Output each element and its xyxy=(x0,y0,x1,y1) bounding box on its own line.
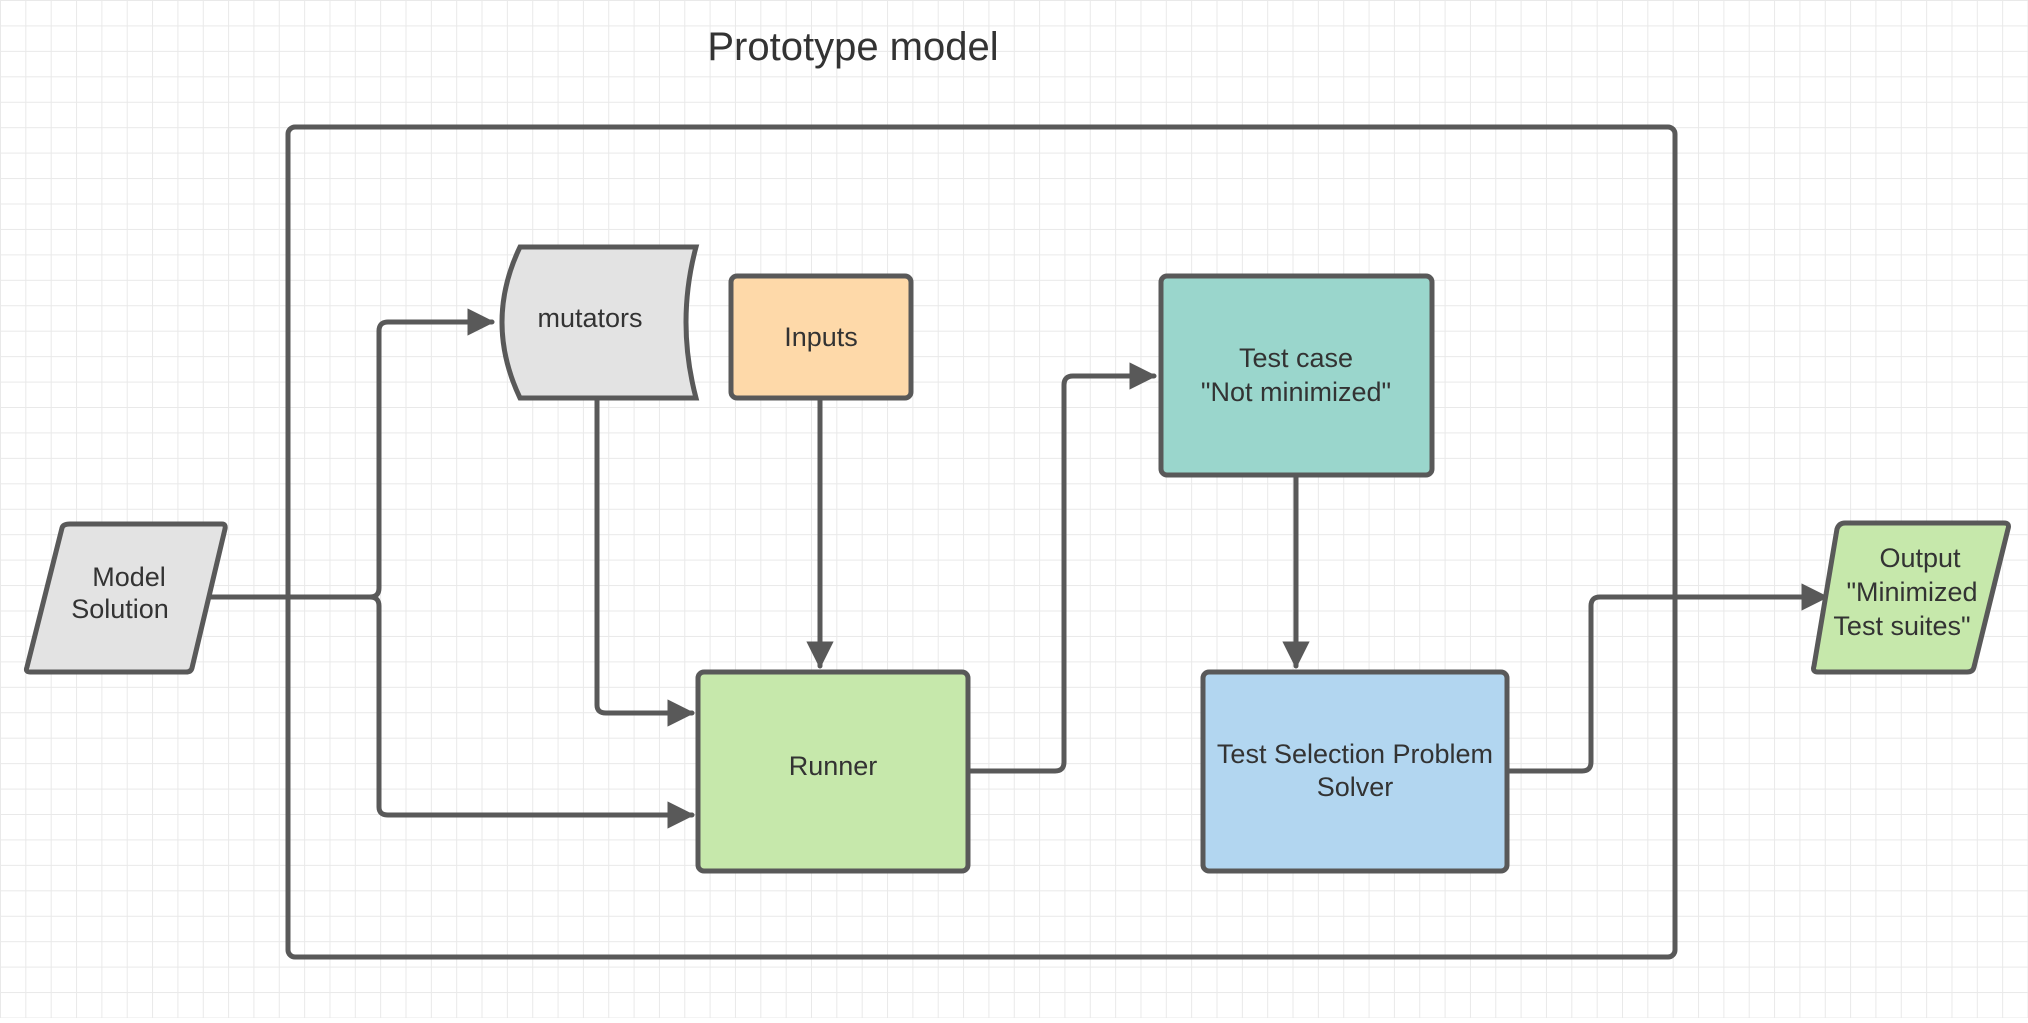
output-label-line3: Test suites" xyxy=(1833,611,1970,641)
prototype-container[interactable] xyxy=(285,124,1678,960)
connector-model-to-mutators xyxy=(203,308,495,600)
output-label-line1: Output xyxy=(1879,543,1961,573)
connector-solver-to-output xyxy=(1505,583,1829,774)
connector-runner-to-testcase xyxy=(965,362,1157,774)
solver-label-line2: Solver xyxy=(1317,772,1394,802)
diagram-title: Prototype model xyxy=(707,25,998,69)
connector-model-to-runner xyxy=(367,594,695,829)
inputs-node[interactable]: Inputs xyxy=(728,273,914,401)
test-case-label-line2: "Not minimized" xyxy=(1201,377,1391,407)
runner-node[interactable]: Runner xyxy=(695,669,971,874)
output-node[interactable]: Output "Minimized Test suites" xyxy=(1811,520,2011,675)
mutators-label: mutators xyxy=(537,303,642,333)
solver-node[interactable]: Test Selection Problem Solver xyxy=(1200,669,1510,874)
model-solution-node[interactable]: Model Solution xyxy=(23,521,228,675)
test-case-label-line1: Test case xyxy=(1239,343,1353,373)
solver-label-line1: Test Selection Problem xyxy=(1217,739,1493,769)
model-solution-label-line1: Model xyxy=(92,562,166,592)
runner-label: Runner xyxy=(789,751,878,781)
output-label-line2: "Minimized xyxy=(1846,577,1977,607)
mutators-node[interactable]: mutators xyxy=(499,244,700,401)
model-solution-label-line2: Solution xyxy=(71,594,169,624)
connector-mutators-to-runner xyxy=(594,396,695,727)
inputs-label: Inputs xyxy=(784,322,858,352)
test-case-node[interactable]: Test case "Not minimized" xyxy=(1158,273,1435,478)
